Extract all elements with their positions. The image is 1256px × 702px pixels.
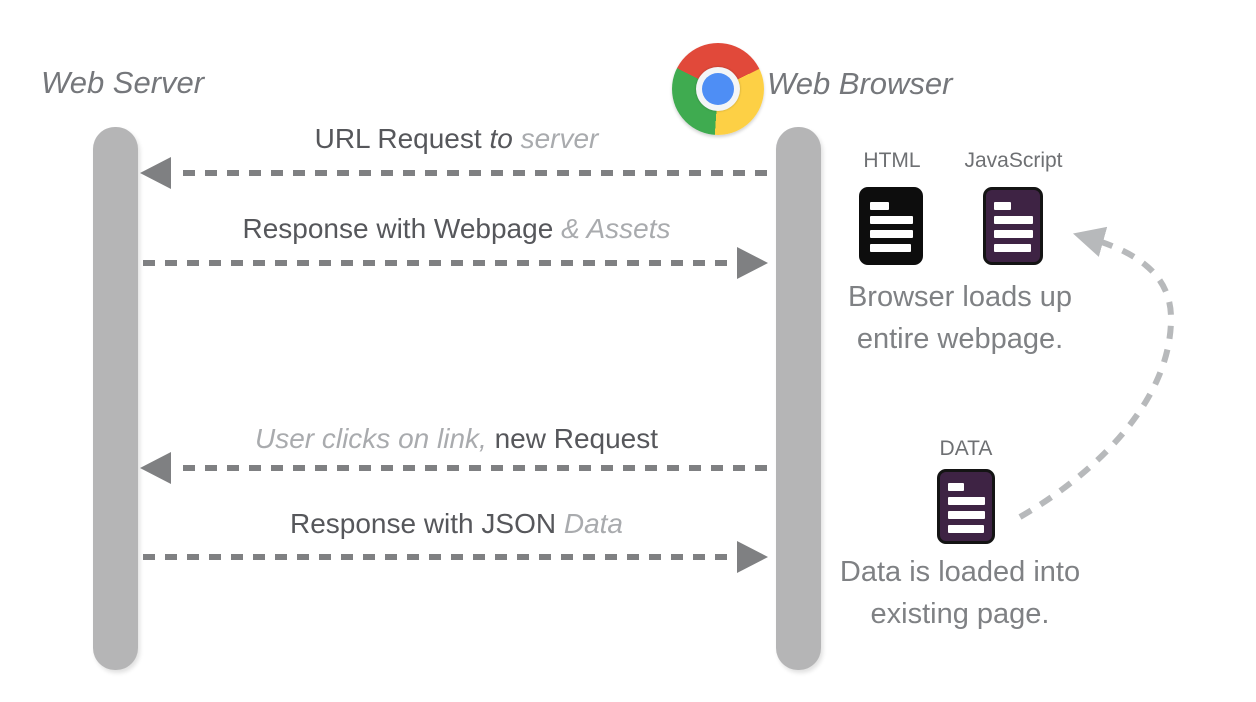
dashed-arrow-line-new-request bbox=[183, 465, 776, 471]
javascript-file-label: JavaScript bbox=[964, 149, 1063, 172]
label-part: Data bbox=[563, 508, 624, 539]
message-label-url-request: URL Request to server bbox=[137, 122, 776, 156]
chrome-browser-icon bbox=[672, 43, 764, 135]
caption-line: existing page. bbox=[870, 598, 1050, 630]
label-part: to bbox=[489, 123, 521, 154]
data-load-caption: Data is loaded into existing page. bbox=[800, 551, 1120, 635]
javascript-document-icon bbox=[983, 187, 1043, 265]
label-part: Response with JSON bbox=[289, 508, 564, 539]
arrowhead-left-icon bbox=[140, 157, 171, 189]
web-server-title: Web Server bbox=[41, 65, 205, 100]
arrowhead-right-icon bbox=[737, 247, 768, 279]
web-browser-title: Web Browser bbox=[767, 66, 953, 101]
label-part: Response with Webpage bbox=[242, 213, 562, 244]
dashed-arrow-line-url-request bbox=[183, 170, 776, 176]
message-label-user-clicks: User clicks on link, new Request bbox=[137, 422, 776, 456]
label-part: server bbox=[520, 123, 599, 154]
dashed-arrow-line-response-json bbox=[143, 554, 734, 560]
message-label-response-json: Response with JSON Data bbox=[137, 507, 776, 541]
html-document-icon bbox=[859, 187, 923, 265]
arrowhead-left-icon bbox=[140, 452, 171, 484]
data-document-icon bbox=[937, 469, 995, 544]
label-part: URL Request bbox=[314, 123, 490, 154]
caption-line: Browser loads up bbox=[847, 281, 1073, 313]
web-browser-lifeline bbox=[776, 127, 821, 670]
caption-line: entire webpage. bbox=[856, 323, 1064, 355]
html-file-label: HTML bbox=[863, 149, 921, 172]
message-label-response-webpage: Response with Webpage & Assets bbox=[137, 212, 776, 246]
browser-load-caption: Browser loads up entire webpage. bbox=[815, 276, 1105, 360]
data-file-label: DATA bbox=[939, 437, 993, 460]
dashed-arrow-line-response-webpage bbox=[143, 260, 734, 266]
label-part: new Request bbox=[494, 423, 659, 454]
arrowhead-right-icon bbox=[737, 541, 768, 573]
caption-line: Data is loaded into bbox=[839, 556, 1081, 588]
label-part: User clicks on link, bbox=[254, 423, 495, 454]
web-server-lifeline bbox=[93, 127, 138, 670]
label-part: & Assets bbox=[561, 213, 671, 244]
